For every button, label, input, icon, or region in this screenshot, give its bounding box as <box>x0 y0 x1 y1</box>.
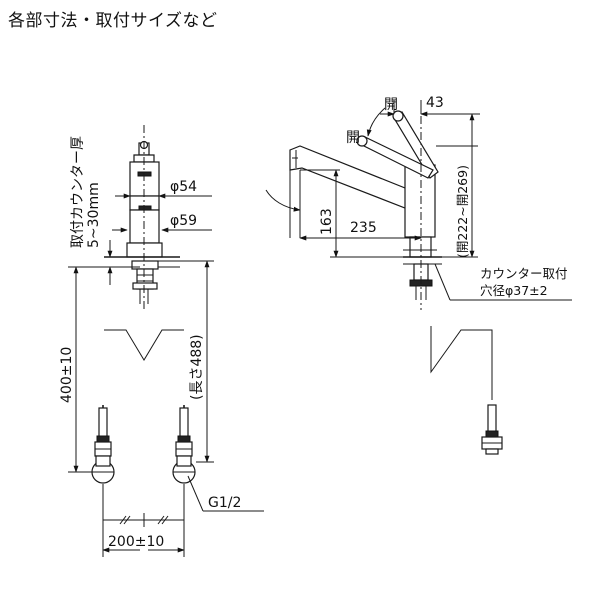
pitch-label: 200±10 <box>108 534 164 550</box>
pitch-dim <box>102 484 185 557</box>
left-supply-hose <box>91 405 115 484</box>
supply-length-label: 400±10 <box>59 347 75 403</box>
total-height-label: (開222~開269) <box>455 165 470 258</box>
open-label-left: 開 <box>346 130 360 146</box>
lever-arc-arrow <box>366 107 386 137</box>
break-line <box>104 329 184 361</box>
spout-height-label: 163 <box>319 208 335 235</box>
diameter-59-label: φ59 <box>170 213 197 229</box>
diameter-54-label: φ54 <box>170 179 197 195</box>
lever-open <box>356 135 434 179</box>
counter-hole-label: カウンター取付 <box>480 266 568 281</box>
hose-length-label: (長さ488) <box>189 334 205 400</box>
open-label-top: 開 <box>384 97 398 113</box>
side-supply-hose <box>481 404 503 455</box>
counter-thickness-dim <box>104 240 122 285</box>
side-view: 開 開 43 (開222~開269) <box>265 95 572 455</box>
thread-size-label: G1/2 <box>208 495 241 511</box>
lever-offset-label: 43 <box>426 95 444 111</box>
hose-length-dim <box>158 260 214 463</box>
mounting-nut <box>131 260 159 304</box>
counter-thickness-label: 取付カウンター厚 <box>70 136 86 248</box>
spout-reach-label: 235 <box>350 220 377 236</box>
swivel-arc <box>265 189 301 212</box>
lever-closed <box>392 110 439 179</box>
faucet-body-side <box>403 164 437 258</box>
counter-hole-size: 穴径φ37±2 <box>480 283 548 298</box>
counter-thickness-value: 5~30mm <box>86 182 102 248</box>
right-supply-hose <box>172 405 196 484</box>
front-view: 取付カウンター厚 5~30mm φ54 φ59 <box>59 125 264 557</box>
supply-length-dim <box>68 266 140 473</box>
page-title: 各部寸法・取付サイズなど <box>8 11 218 31</box>
side-break-line <box>430 326 493 400</box>
